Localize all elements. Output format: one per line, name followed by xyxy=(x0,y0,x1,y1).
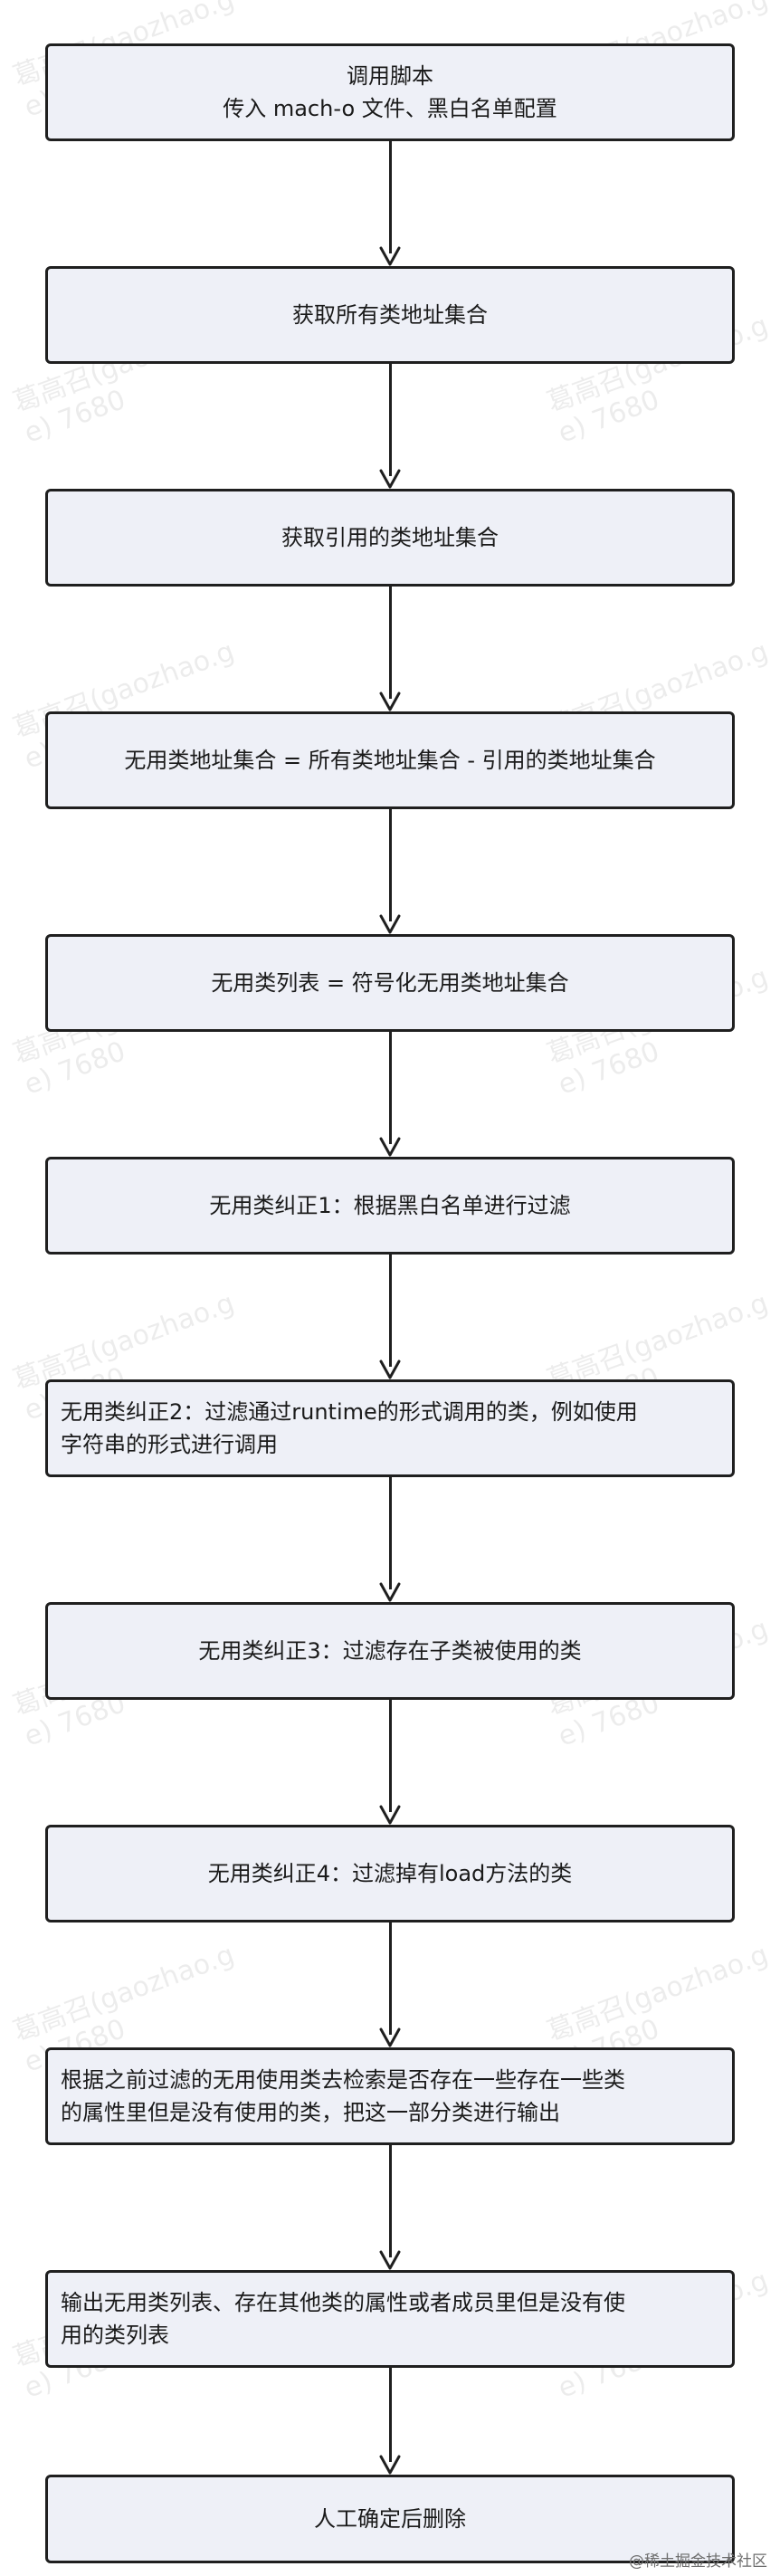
step-7-line-2: 字符串的形式进行调用 xyxy=(61,1432,278,1457)
step-3-text: 获取引用的类地址集合 xyxy=(281,525,499,550)
step-box-10: 根据之前过滤的无用使用类去检索是否存在一些存在一些类 的属性里但是没有使用的类，… xyxy=(45,2047,735,2145)
step-box-11: 输出无用类列表、存在其他类的属性或者成员里但是没有使 用的类列表 xyxy=(45,2270,735,2368)
arrow-6 xyxy=(379,1255,401,1379)
arrow-8 xyxy=(379,1700,401,1825)
step-5-text: 无用类列表 = 符号化无用类地址集合 xyxy=(211,970,569,996)
step-10-line-1: 根据之前过滤的无用使用类去检索是否存在一些存在一些类 xyxy=(61,2067,625,2093)
arrow-11 xyxy=(379,2368,401,2475)
step-box-5: 无用类列表 = 符号化无用类地址集合 xyxy=(45,934,735,1032)
arrow-4 xyxy=(379,809,401,934)
step-box-3: 获取引用的类地址集合 xyxy=(45,489,735,587)
step-2-text: 获取所有类地址集合 xyxy=(292,302,488,328)
arrow-5 xyxy=(379,1032,401,1157)
arrow-2 xyxy=(379,364,401,489)
arrow-10 xyxy=(379,2145,401,2270)
step-8-text: 无用类纠正3：过滤存在子类被使用的类 xyxy=(198,1638,582,1664)
step-6-text: 无用类纠正1：根据黑白名单进行过滤 xyxy=(209,1193,571,1218)
step-7-line-1: 无用类纠正2：过滤通过runtime的形式调用的类，例如使用 xyxy=(61,1399,638,1425)
arrow-7 xyxy=(379,1477,401,1602)
step-12-text: 人工确定后删除 xyxy=(314,2506,466,2532)
footer-credit: @稀土掘金技术社区 xyxy=(629,2552,767,2571)
step-box-7: 无用类纠正2：过滤通过runtime的形式调用的类，例如使用 字符串的形式进行调… xyxy=(45,1379,735,1477)
step-1-line-1: 调用脚本 xyxy=(346,63,433,89)
step-1-line-2: 传入 mach-o 文件、黑白名单配置 xyxy=(223,96,557,121)
step-box-6: 无用类纠正1：根据黑白名单进行过滤 xyxy=(45,1157,735,1255)
step-box-1: 调用脚本 传入 mach-o 文件、黑白名单配置 xyxy=(45,43,735,141)
step-box-9: 无用类纠正4：过滤掉有load方法的类 xyxy=(45,1825,735,1922)
step-10-line-2: 的属性里但是没有使用的类，把这一部分类进行输出 xyxy=(61,2100,560,2125)
step-box-8: 无用类纠正3：过滤存在子类被使用的类 xyxy=(45,1602,735,1700)
arrow-3 xyxy=(379,587,401,711)
step-11-line-1: 输出无用类列表、存在其他类的属性或者成员里但是没有使 xyxy=(61,2290,625,2315)
step-box-2: 获取所有类地址集合 xyxy=(45,266,735,364)
step-box-4: 无用类地址集合 = 所有类地址集合 - 引用的类地址集合 xyxy=(45,711,735,809)
step-4-text: 无用类地址集合 = 所有类地址集合 - 引用的类地址集合 xyxy=(124,748,656,773)
arrow-9 xyxy=(379,1922,401,2047)
step-box-12: 人工确定后删除 xyxy=(45,2475,735,2563)
arrow-1 xyxy=(379,141,401,266)
step-9-text: 无用类纠正4：过滤掉有load方法的类 xyxy=(207,1861,573,1886)
step-11-line-2: 用的类列表 xyxy=(61,2323,169,2348)
